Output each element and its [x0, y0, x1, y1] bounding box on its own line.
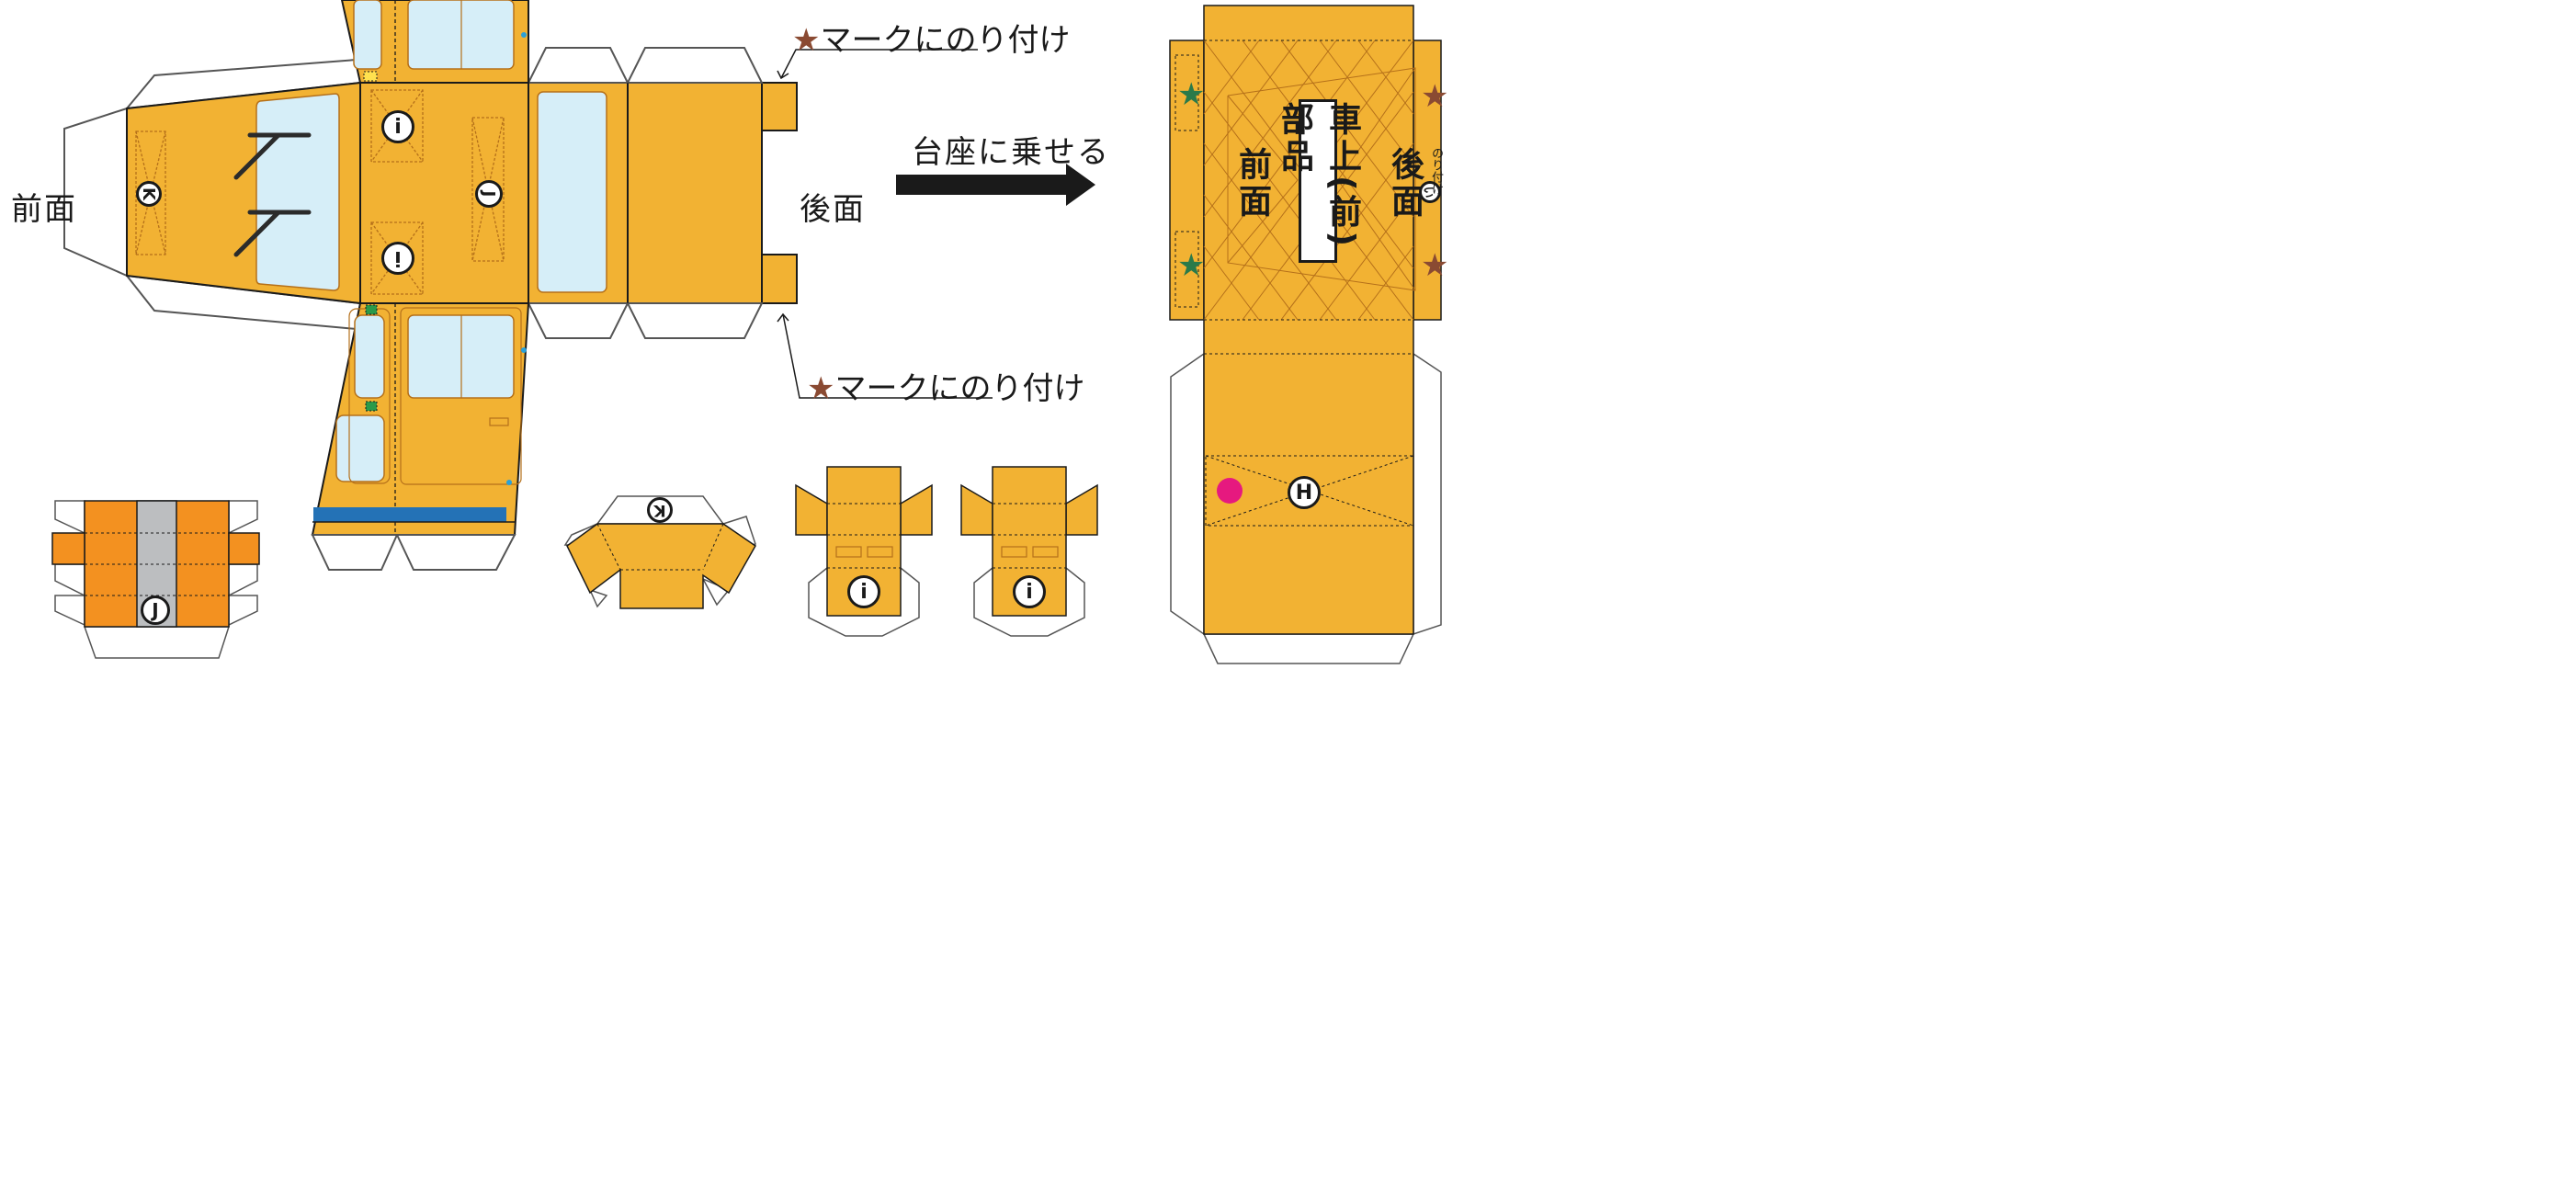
rear-tab-top: [761, 82, 798, 131]
rear-label: 後面: [800, 191, 866, 228]
hood-part: [566, 523, 756, 609]
star-icon: ★: [792, 22, 821, 59]
side-window-bottom-2: [335, 414, 385, 482]
side-stripe: [313, 507, 506, 522]
green-star-icon: ★: [1177, 247, 1206, 284]
place-on-base-arrow: [896, 164, 1095, 206]
place-on-base-label: 台座に乗せる: [912, 134, 1110, 171]
roof-top-tab-2: [626, 47, 764, 84]
roof-top-tab-1: [527, 47, 630, 84]
marker-j-roofpart: J: [141, 596, 170, 625]
wipers: [233, 132, 312, 257]
star-leader-bottom: [782, 313, 993, 399]
marker-i-part1: i: [847, 575, 880, 608]
side-window-top-front: [353, 0, 382, 70]
base-rear-label: 後面: [1386, 147, 1424, 221]
base-hatch: [1203, 40, 1416, 321]
base-glue-note: のり付け: [1429, 147, 1443, 195]
marker-i-part2: i: [1013, 575, 1046, 608]
marker-j-roof: J: [475, 180, 503, 208]
brown-star-icon: ★: [1421, 78, 1449, 115]
base-part-label: 車上(前)部品: [1276, 102, 1361, 250]
marker-i-bottom: i: [381, 242, 414, 275]
windshield: [255, 93, 340, 291]
front-label: 前面: [11, 191, 77, 228]
side-bottom-tab-2: [395, 534, 516, 571]
marker-i-top: i: [381, 110, 414, 143]
rear-tab-bottom: [761, 254, 798, 304]
marker-k-hood: K: [647, 497, 673, 523]
brown-star-icon: ★: [1421, 247, 1449, 284]
side-bottom-tab-1: [311, 534, 399, 571]
roof-panel-3: [627, 82, 763, 304]
base-magenta-dot: [1217, 478, 1243, 504]
side-window-bottom-1: [354, 314, 385, 399]
star-glue-note-bottom: ★マークにのり付け: [807, 370, 1085, 407]
green-star-icon: ★: [1177, 76, 1206, 113]
base-part-label-box: 車上(前)部品: [1276, 99, 1361, 263]
base-front-label: 前面: [1233, 147, 1271, 221]
star-leader-top: [780, 49, 978, 79]
star-icon: ★: [807, 370, 835, 407]
star-glue-note-top: ★マークにのり付け: [792, 22, 1071, 59]
roof-bottom-tab-2: [626, 302, 764, 339]
roof-bottom-tab-1: [527, 302, 630, 339]
marker-h-base: H: [1288, 476, 1321, 509]
marker-k-front: K: [136, 181, 162, 207]
roof-window: [537, 91, 607, 293]
